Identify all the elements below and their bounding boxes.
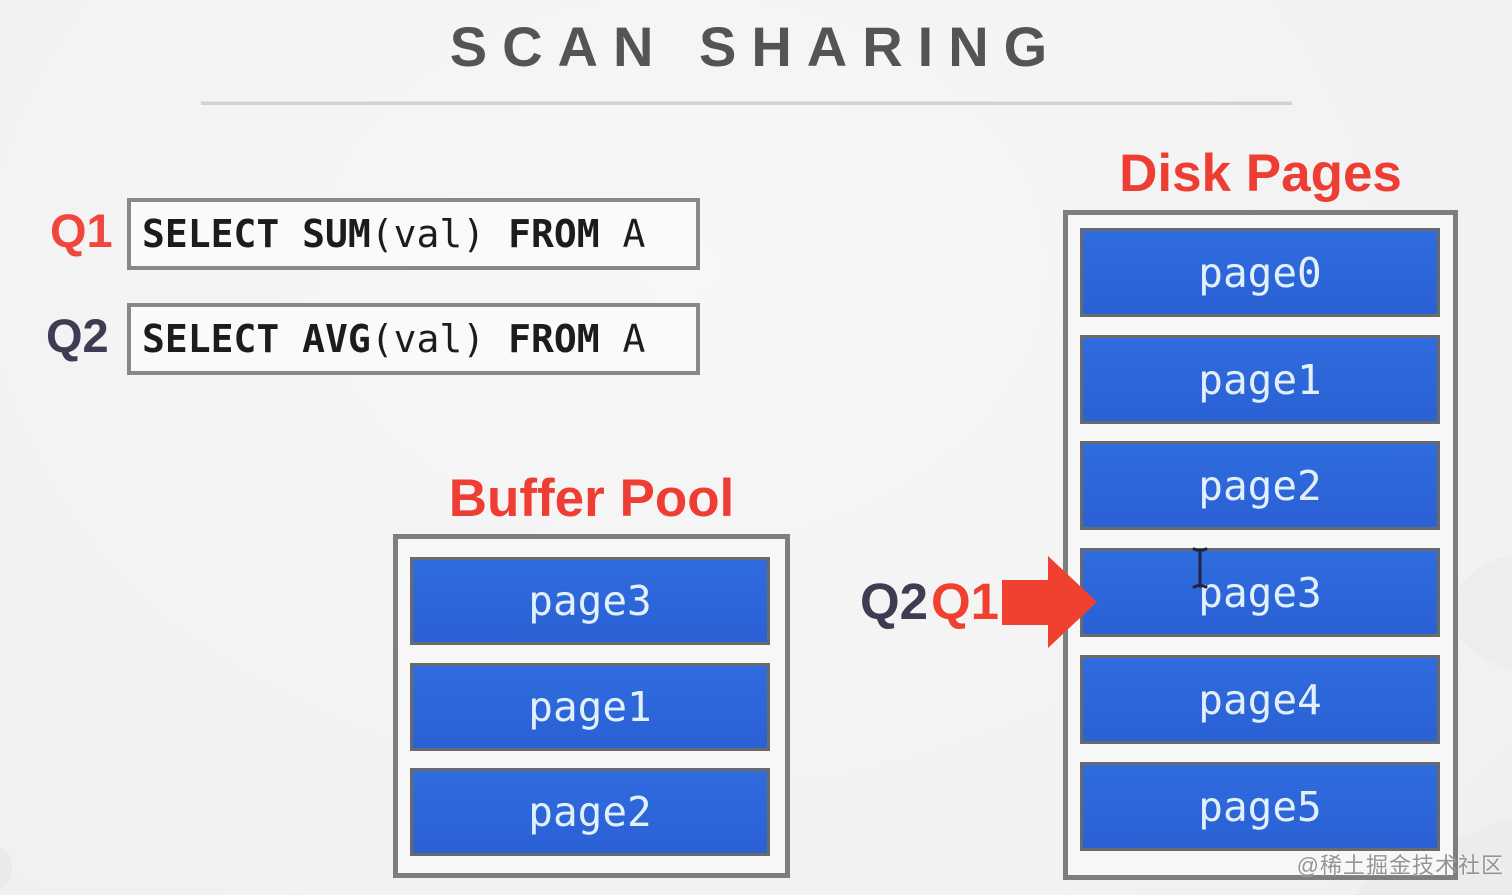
page-label: page3 [528,577,652,625]
slide-title: SCAN SHARING [449,15,1063,78]
page-label: page5 [1198,782,1322,831]
page-label: page1 [528,683,652,731]
disk-page: page4 [1080,655,1440,744]
query-label-q2: Q2 [46,309,109,362]
buffer-pool-page: page3 [410,557,770,645]
sql-text-q1: SELECT SUM(val) FROM A [142,212,646,256]
page-label: page0 [1198,248,1322,297]
watermark: @稀土掘金技术社区 [1296,853,1504,878]
page-label: page3 [1198,568,1322,617]
scan-cursor-label-q2: Q2 [860,573,929,630]
page-label: page2 [1198,461,1322,510]
page-label: page2 [528,788,652,836]
disk-pages-heading: Disk Pages [1119,144,1402,203]
buffer-pool-page: page1 [410,663,770,751]
disk-page: page0 [1080,228,1440,317]
disk-page: page5 [1080,762,1440,851]
background-blob [1452,552,1512,672]
query-box-q2: SELECT AVG(val) FROM A [127,303,700,375]
buffer-pool-page: page2 [410,768,770,856]
page-label: page1 [1198,355,1322,404]
title-underline [201,101,1292,105]
buffer-pool-frame: page3 page1 page2 [393,534,790,878]
query-box-q1: SELECT SUM(val) FROM A [127,198,700,270]
background-blob [0,848,12,888]
page-label: page4 [1198,675,1322,724]
scan-cursor-label-q1: Q1 [931,573,1000,630]
buffer-pool-heading: Buffer Pool [448,469,735,528]
disk-page: page1 [1080,335,1440,424]
right-arrow-icon [1002,556,1097,648]
query-label-q1: Q1 [50,204,113,257]
disk-page: page3 [1080,548,1440,637]
disk-page: page2 [1080,441,1440,530]
disk-pages-frame: page0 page1 page2 page3 page4 page5 [1063,210,1458,880]
sql-text-q2: SELECT AVG(val) FROM A [142,317,646,361]
text-cursor-icon [1192,547,1208,589]
